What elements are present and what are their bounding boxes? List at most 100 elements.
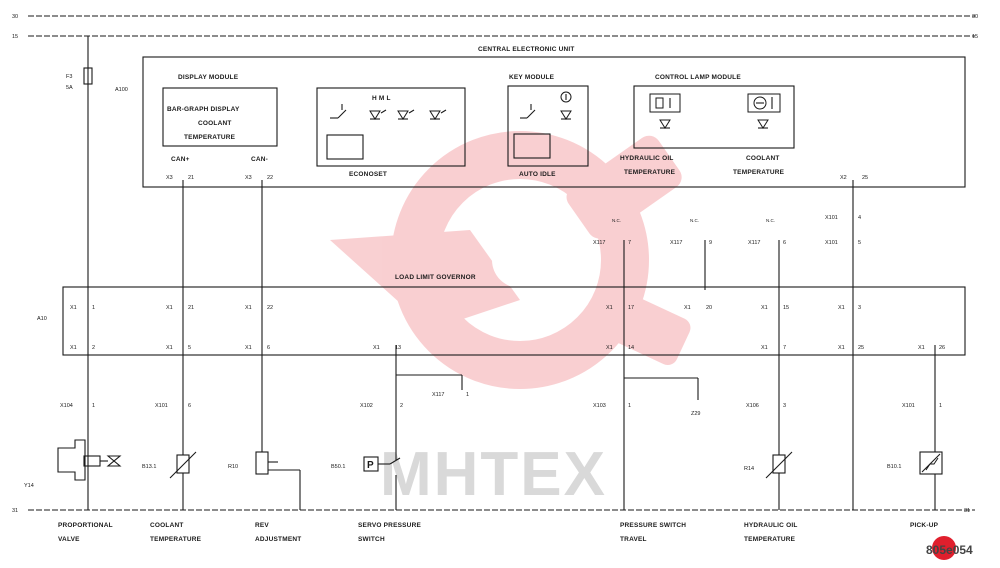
conn-pin: 1 bbox=[92, 403, 95, 409]
pin-num: 7 bbox=[783, 345, 786, 351]
b13-label: B13.1 bbox=[142, 464, 156, 470]
servo-pressure-switch-icon: P bbox=[363, 456, 401, 472]
central-unit-id: A100 bbox=[115, 87, 128, 93]
bottom-label: SWITCH bbox=[358, 536, 385, 543]
pin-num: 5 bbox=[188, 345, 191, 351]
conn-pin: 2 bbox=[400, 403, 403, 409]
upper-connectors: N.C. N.C. N.C. X117 7 X117 9 X117 6 X101… bbox=[593, 215, 861, 246]
x117-conn: X117 bbox=[748, 240, 760, 246]
key-module-label: AUTO IDLE bbox=[519, 171, 556, 178]
conn-label: X106 bbox=[746, 403, 759, 409]
rail-30-end-label: 30 bbox=[972, 14, 978, 20]
terminal-pin: 21 bbox=[188, 175, 194, 181]
pin-num: 6 bbox=[267, 345, 270, 351]
bottom-label: PICK-UP bbox=[910, 522, 939, 529]
bottom-label: TEMPERATURE bbox=[150, 536, 202, 543]
conn-label: X104 bbox=[60, 403, 73, 409]
rail-30-label: 30 bbox=[12, 14, 18, 20]
conn-label: X102 bbox=[360, 403, 373, 409]
pin-num: 14 bbox=[628, 345, 634, 351]
nc-label: N.C. bbox=[690, 218, 699, 223]
hyd-oil-temp-label-l1: HYDRAULIC OIL bbox=[620, 155, 674, 162]
bottom-label: ADJUSTMENT bbox=[255, 536, 301, 543]
pin-conn: X1 bbox=[761, 305, 768, 311]
governor-top-pins: X1 1 X1 21 X1 22 X1 17 X1 20 X1 15 X1 3 bbox=[70, 305, 861, 311]
page-ref-text: 805e054 bbox=[926, 543, 973, 557]
central-electronic-unit: CENTRAL ELECTRONIC UNIT A100 DISPLAY MOD… bbox=[115, 46, 966, 188]
x117-pin: 9 bbox=[709, 240, 712, 246]
watermark-text: MHTEX bbox=[380, 440, 607, 509]
pin-conn: X1 bbox=[606, 305, 613, 311]
z29-label: Z29 bbox=[691, 411, 700, 417]
pin-conn: X1 bbox=[761, 345, 768, 351]
rail-15-label: 15 bbox=[12, 34, 18, 40]
b50-label: B50.1 bbox=[331, 464, 345, 470]
pin-num: 21 bbox=[188, 305, 194, 311]
rail-31: 31 31 bbox=[12, 508, 975, 514]
pin-num: 1 bbox=[92, 305, 95, 311]
pin-num: 3 bbox=[858, 305, 861, 311]
pin-conn: X1 bbox=[684, 305, 691, 311]
x101-conn: X101 bbox=[825, 240, 838, 246]
x117-pin: 7 bbox=[628, 240, 631, 246]
coolant-temp-label-l2: TEMPERATURE bbox=[733, 169, 785, 176]
pin-num: 20 bbox=[706, 305, 712, 311]
rail-30: 30 30 bbox=[12, 14, 978, 20]
x101-pin: 5 bbox=[858, 240, 861, 246]
rail-31-label: 31 bbox=[12, 508, 18, 514]
bottom-label: PRESSURE SWITCH bbox=[620, 522, 686, 529]
governor-title: LOAD LIMIT GOVERNOR bbox=[395, 274, 476, 281]
pin-conn: X1 bbox=[373, 345, 380, 351]
econoset-label: ECONOSET bbox=[349, 171, 387, 178]
svg-text:P: P bbox=[367, 460, 374, 471]
bottom-label: REV bbox=[255, 522, 269, 529]
pin-conn: X1 bbox=[245, 345, 252, 351]
hydraulic-oil-lamp-icon bbox=[649, 93, 681, 129]
econoset-switch-icon bbox=[330, 104, 347, 119]
x117-servo-conn: X117 bbox=[432, 392, 444, 398]
fuse-id: F3 bbox=[66, 74, 72, 80]
lower-connectors: X104 1 X101 6 X102 2 X103 1 X106 3 X101 … bbox=[60, 392, 942, 417]
watermark-logo bbox=[330, 131, 691, 389]
pin-conn: X1 bbox=[606, 345, 613, 351]
x117-conn: X117 bbox=[670, 240, 682, 246]
bottom-label: VALVE bbox=[58, 536, 80, 543]
bottom-label: PROPORTIONAL bbox=[58, 522, 113, 529]
rail-31-end-label: 31 bbox=[964, 508, 970, 514]
nc-label: N.C. bbox=[612, 218, 621, 223]
bottom-label: COOLANT bbox=[150, 522, 184, 529]
display-module-title: DISPLAY MODULE bbox=[178, 74, 239, 81]
central-unit-terminals: X3 21 X3 22 X2 25 bbox=[166, 175, 868, 181]
can-plus-label: CAN+ bbox=[171, 156, 190, 163]
key-inner-box bbox=[513, 133, 551, 159]
display-line2: COOLANT bbox=[198, 120, 232, 127]
load-limit-governor: LOAD LIMIT GOVERNOR A10 bbox=[37, 274, 966, 356]
pickup-sensor-icon bbox=[919, 451, 943, 475]
terminal-conn: X3 bbox=[166, 175, 173, 181]
conn-label: X101 bbox=[155, 403, 168, 409]
r14-label: R14 bbox=[744, 466, 754, 472]
econoset-led-l-icon bbox=[429, 109, 447, 120]
pin-conn: X1 bbox=[838, 345, 845, 351]
conn-pin: 3 bbox=[783, 403, 786, 409]
governor-bottom-pins: X1 2 X1 5 X1 6 X1 13 X1 14 X1 7 X1 25 X1… bbox=[70, 345, 945, 351]
pin-conn: X1 bbox=[918, 345, 925, 351]
terminal-pin: 25 bbox=[862, 175, 868, 181]
pin-conn: X1 bbox=[245, 305, 252, 311]
x117-servo-pin: 1 bbox=[466, 392, 469, 398]
page-ref-stamp: 805e054 bbox=[926, 536, 973, 560]
governor-id: A10 bbox=[37, 316, 47, 322]
econoset-hml: H M L bbox=[372, 95, 391, 102]
terminal-conn: X2 bbox=[840, 175, 847, 181]
bottom-label: TRAVEL bbox=[620, 536, 647, 543]
fuse-rating: 5A bbox=[66, 85, 73, 91]
central-unit-title: CENTRAL ELECTRONIC UNIT bbox=[478, 46, 575, 53]
pin-num: 17 bbox=[628, 305, 634, 311]
econoset-led-h-icon bbox=[369, 109, 387, 120]
hydraulic-oil-temp-sensor-icon bbox=[765, 451, 793, 479]
key-switch-icon bbox=[520, 104, 536, 119]
conn-pin: 6 bbox=[188, 403, 191, 409]
display-line1: BAR-GRAPH DISPLAY bbox=[167, 106, 240, 113]
pin-num: 13 bbox=[395, 345, 401, 351]
